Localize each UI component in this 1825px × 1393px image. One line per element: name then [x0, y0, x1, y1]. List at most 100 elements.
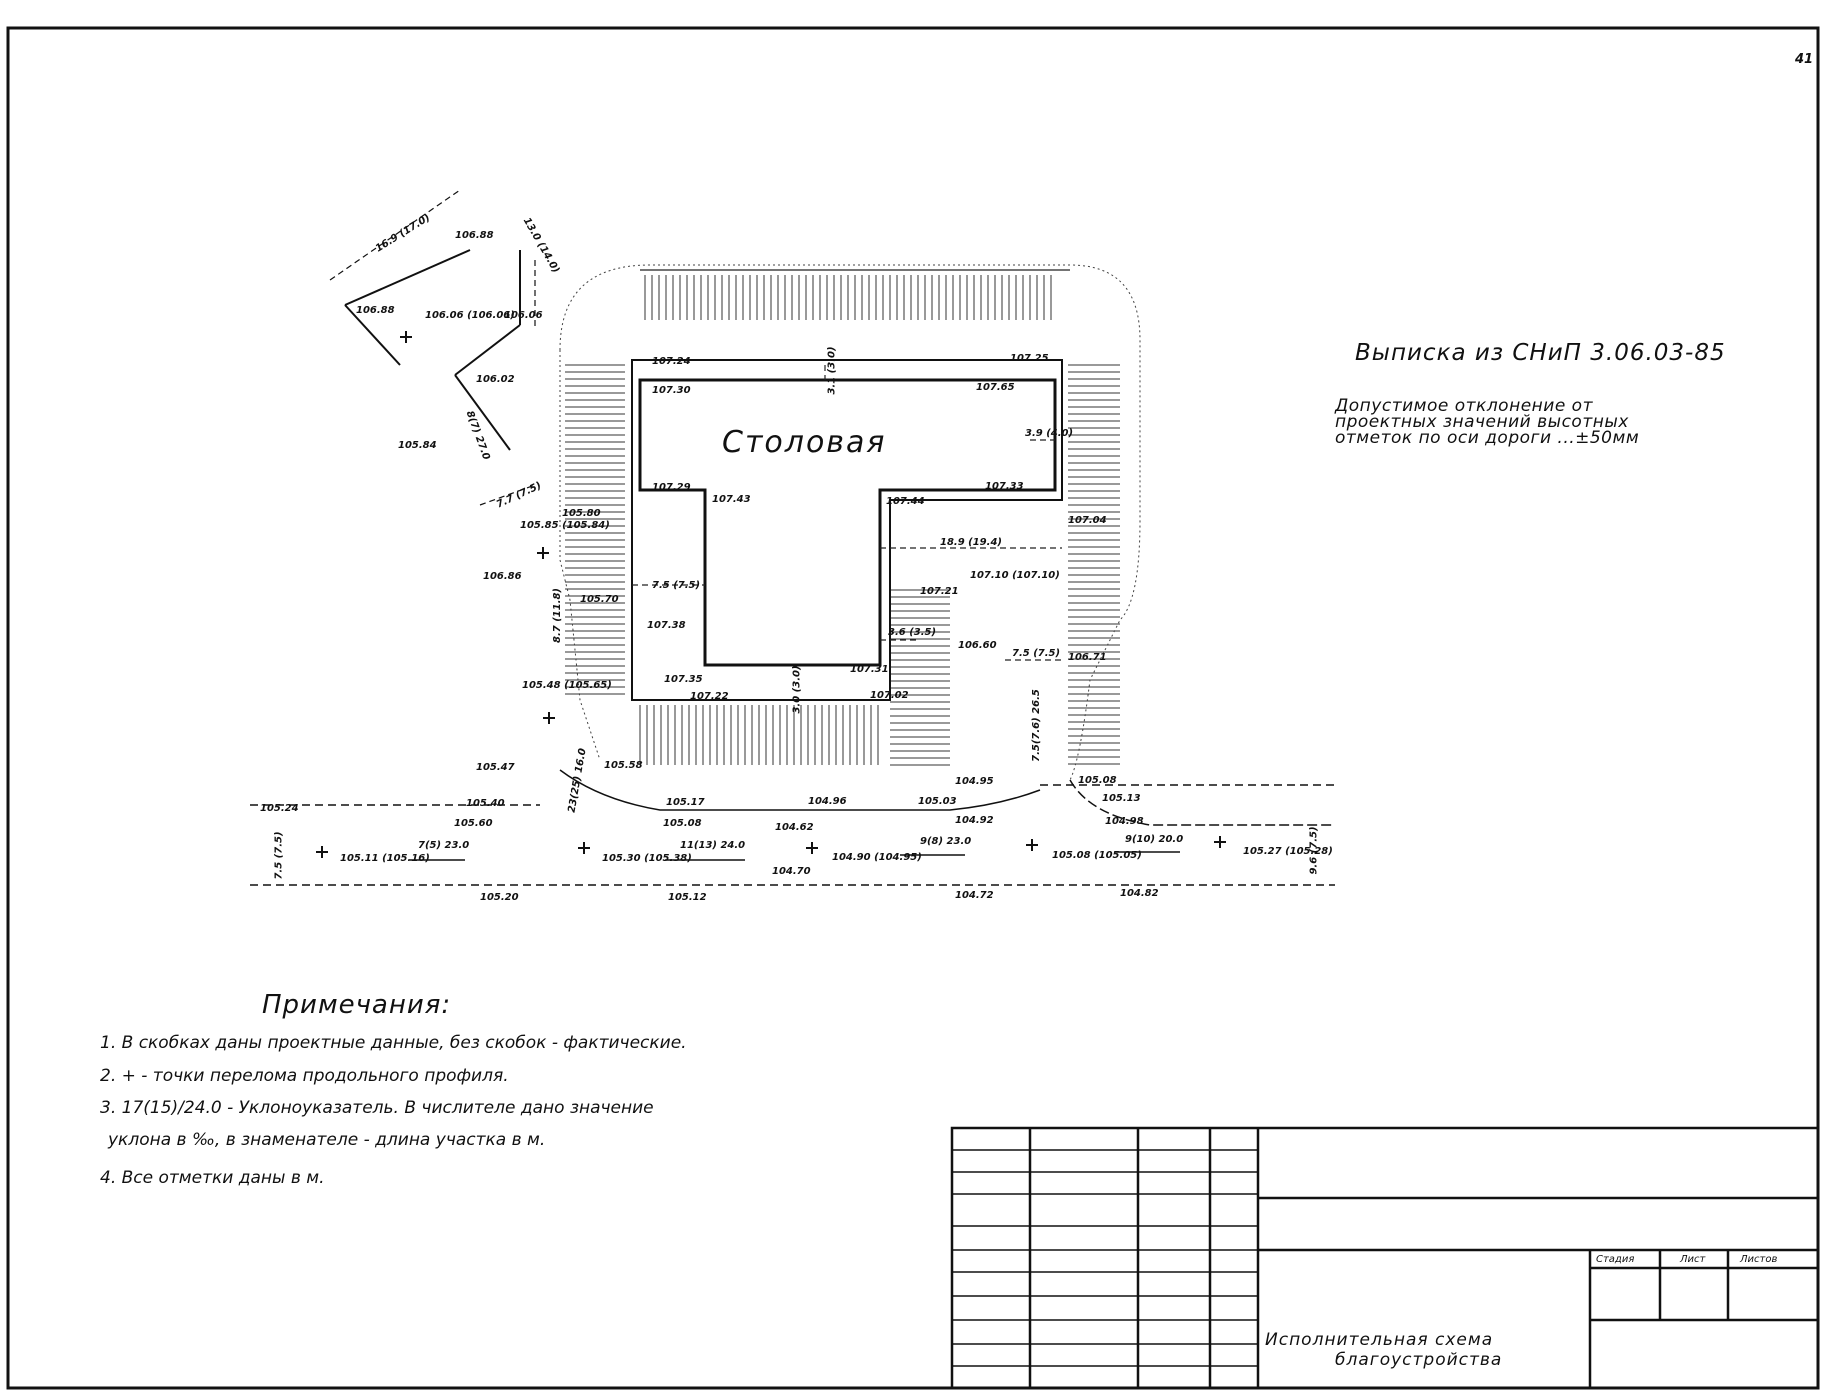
slope-label: 9(10) 20.0 [1125, 834, 1184, 845]
dimension-label: 3.9 (4.0) [1025, 428, 1074, 439]
elevation-mark: 106.02 [476, 374, 515, 385]
note-item-4: 4. Все отметки даны в м. [100, 1168, 325, 1188]
elevation-mark: 104.72 [955, 890, 994, 901]
road [250, 769, 1335, 886]
dimension-label: 3.6 (3.5) [888, 627, 937, 638]
elevation-mark: 104.62 [775, 822, 814, 833]
elevation-mark: 107.29 [652, 482, 691, 493]
elevation-mark: 105.60 [454, 818, 493, 829]
elevation-mark: 107.24 [652, 356, 691, 367]
dimension-label: 3.0 (3.0) [791, 665, 803, 714]
extract-line-1: Допустимое отклонение от [1335, 396, 1593, 416]
elevation-mark: 107.33 [985, 481, 1024, 492]
elevation-mark: 104.70 [772, 866, 811, 877]
hatch-group [565, 275, 1120, 766]
dimension-label: 7.5(7.6) 26.5 [1030, 689, 1042, 762]
elevation-mark: 107.44 [886, 496, 925, 507]
elevation-mark: 106.06 [504, 310, 543, 321]
elevation-mark: 104.98 [1105, 816, 1144, 827]
elevation-mark: 107.31 [850, 664, 889, 675]
dimension-label: 7.5 (7.5) [1012, 648, 1061, 659]
elevation-mark: 105.08 (105.05) [1052, 850, 1142, 861]
profile-break-points [316, 331, 1226, 858]
elevation-mark: 106.71 [1068, 652, 1107, 663]
page-number: 41 [1795, 52, 1814, 67]
dimension-label: 7.5 (7.5) [273, 831, 285, 880]
drawing-title-line-2: благоустройства [1335, 1350, 1503, 1370]
elevation-mark: 105.03 [918, 796, 957, 807]
elevation-mark: 104.92 [955, 815, 994, 826]
elevation-mark: 105.30 (105.38) [602, 853, 692, 864]
building-name: Столовая [722, 425, 887, 460]
elevation-mark: 105.12 [668, 892, 707, 903]
platform-outline [631, 359, 1063, 701]
elevation-mark: 105.08 [1078, 775, 1117, 786]
extract-line-2: проектных значений высотных [1335, 412, 1629, 432]
driveway-left [344, 249, 521, 451]
elevation-mark: 105.70 [580, 594, 619, 605]
elevation-mark: 104.90 (104.95) [832, 852, 922, 863]
elevation-mark: 105.08 [663, 818, 702, 829]
slope-outline-left [559, 350, 601, 761]
slope-outline [559, 264, 1141, 781]
elevation-mark: 105.47 [476, 762, 515, 773]
dimension-lines [632, 365, 1062, 661]
elevation-mark: 107.02 [870, 690, 909, 701]
elevation-mark: 104.96 [808, 796, 847, 807]
elevation-mark: 107.25 [1010, 353, 1049, 364]
elevation-mark: 105.48 (105.65) [522, 680, 612, 691]
elevation-mark: 105.40 [466, 798, 505, 809]
elevation-mark: 105.27 (105.28) [1243, 846, 1333, 857]
elevation-mark: 105.20 [480, 892, 519, 903]
slope-arrows [410, 851, 1180, 861]
note-item-3: 3. 17(15)/24.0 - Уклоноуказатель. В числ… [100, 1098, 654, 1118]
dimension-label: 7.5 (7.5) [652, 580, 701, 591]
slope-label: 11(13) 24.0 [680, 840, 746, 851]
note-item-3-cont: уклона в ‰, в знаменателе - длина участк… [108, 1130, 546, 1150]
elevation-mark: 105.84 [398, 440, 437, 451]
elevation-mark: 106.88 [356, 305, 395, 316]
sheet-frame [6, 26, 1820, 1390]
elevation-mark: 104.82 [1120, 888, 1159, 899]
elevation-mark: 107.22 [690, 691, 729, 702]
title-block-stage: Стадия [1596, 1254, 1635, 1265]
driveway-left-dashed [329, 189, 536, 506]
elevation-mark: 107.21 [920, 586, 959, 597]
elevation-mark: 104.95 [955, 776, 994, 787]
dimension-label: 9.6 (7.5) [1308, 826, 1320, 875]
drawing-title-line-1: Исполнительная схема [1265, 1330, 1494, 1350]
dimension-label: 18.9 (19.4) [940, 537, 1002, 548]
elevation-mark: 106.86 [483, 571, 522, 582]
elevation-mark: 106.88 [455, 230, 494, 241]
elevation-mark: 107.04 [1068, 515, 1107, 526]
title-block-sheet: Лист [1680, 1254, 1706, 1265]
title-block-rows [952, 1149, 1258, 1367]
elevation-mark: 107.43 [712, 494, 751, 505]
title-block-sheets: Листов [1740, 1254, 1778, 1265]
note-item-1: 1. В скобках даны проектные данные, без … [100, 1033, 687, 1053]
elevation-mark: 105.11 (105.16) [340, 853, 430, 864]
elevation-mark: 105.85 (105.84) [520, 520, 610, 531]
elevation-mark: 107.10 (107.10) [970, 570, 1060, 581]
elevation-mark: 105.13 [1102, 793, 1141, 804]
elevation-mark: 105.24 [260, 803, 299, 814]
elevation-mark: 105.80 [562, 508, 601, 519]
building-outline [638, 378, 1057, 667]
elevation-mark: 107.30 [652, 385, 691, 396]
slope-label: 9(8) 23.0 [920, 836, 972, 847]
slope-label: 7(5) 23.0 [418, 840, 470, 851]
note-item-2: 2. + - точки перелома продольного профил… [100, 1066, 509, 1086]
elevation-mark: 107.35 [664, 674, 703, 685]
dimension-label: 8.7 (11.8) [552, 587, 564, 644]
extract-title: Выписка из СНиП 3.06.03-85 [1355, 340, 1726, 366]
dimension-label: 3.1 (3.0) [826, 346, 838, 395]
elevation-mark: 107.38 [647, 620, 686, 631]
notes-heading: Примечания: [262, 990, 452, 1020]
extract-line-3: отметок по оси дороги ...±50мм [1335, 428, 1640, 448]
elevation-mark: 107.65 [976, 382, 1015, 393]
elevation-mark: 105.58 [604, 760, 643, 771]
elevation-mark: 106.06 (106.06) [425, 310, 515, 321]
elevation-mark: 105.17 [666, 797, 705, 808]
elevation-mark: 106.60 [958, 640, 997, 651]
